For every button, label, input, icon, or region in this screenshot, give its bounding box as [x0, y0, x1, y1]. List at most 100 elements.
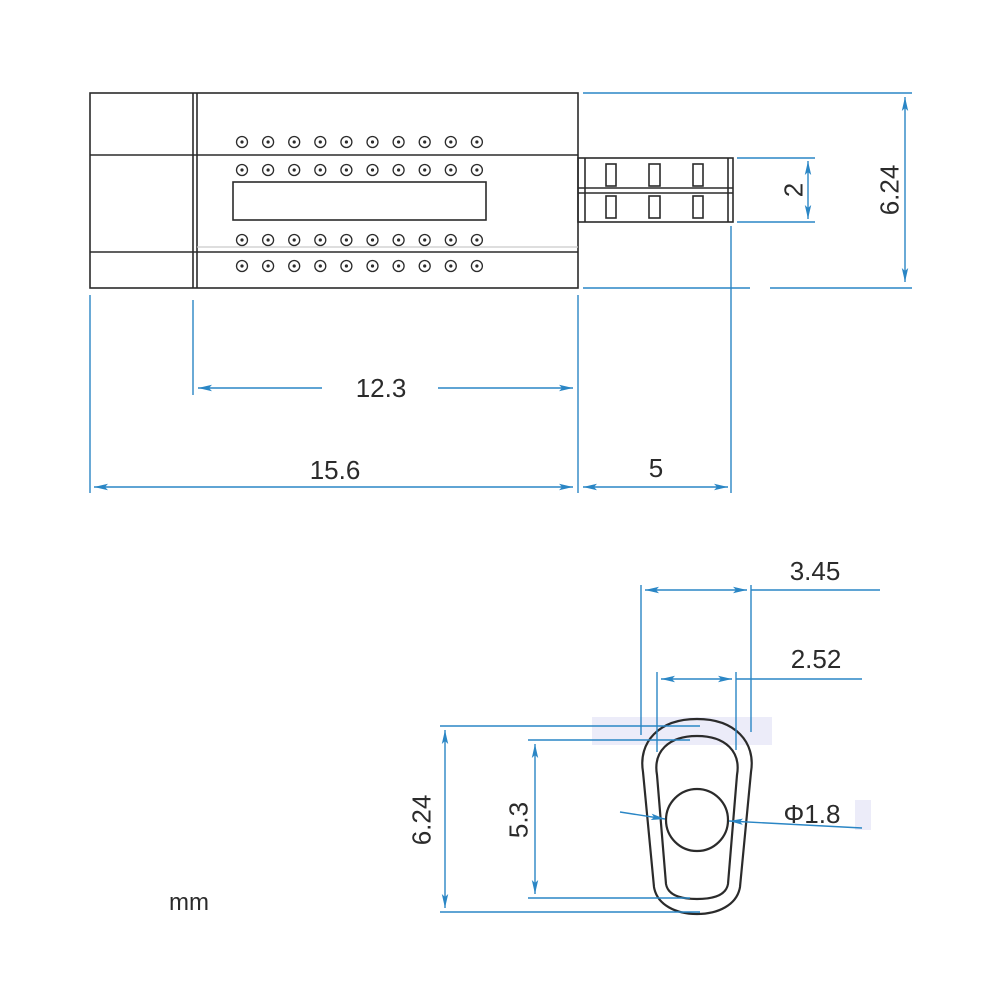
pin-dot-center [475, 168, 479, 172]
pin-dot [392, 163, 405, 177]
pin-dot [340, 135, 353, 149]
pin-dot [444, 233, 457, 247]
inner-height-dimension-label: 5.3 [503, 802, 533, 838]
pin-dot [314, 135, 327, 149]
pin-dot-center [475, 264, 479, 268]
pin-dot [288, 233, 301, 247]
pin-dot-center [292, 264, 296, 268]
pin-dot [235, 233, 249, 247]
inner-length-dimension-label: 12.3 [356, 373, 407, 403]
tab-tooth [605, 195, 617, 219]
pin-dot [392, 259, 405, 273]
pin-dot-center [423, 238, 427, 242]
overall-length-dimension-label: 15.6 [310, 455, 361, 485]
pin-dot-ring [418, 135, 431, 149]
pin-dot-ring [444, 135, 457, 149]
pin-dot-ring [261, 135, 275, 149]
pin-dot-center [475, 238, 479, 242]
pin-dot [444, 259, 457, 273]
pin-dot-ring [261, 233, 275, 247]
pin-dot-ring [288, 259, 301, 273]
pin-dot-ring [261, 163, 275, 177]
pin-dot [470, 259, 484, 273]
pin-dot-center [449, 140, 453, 144]
pin-dot-ring [470, 163, 484, 177]
pin-dot [235, 135, 249, 149]
outer-width-dimension-label: 3.45 [790, 556, 841, 586]
pin-dot [288, 259, 301, 273]
pin-dot-ring [418, 233, 431, 247]
pin-dot-ring [288, 163, 301, 177]
pin-dot-center [266, 264, 270, 268]
pin-dot-ring [444, 259, 457, 273]
tab-outline [577, 157, 734, 223]
pin-dot-ring [418, 163, 431, 177]
pin-dot-center [423, 264, 427, 268]
pin-dot [235, 163, 249, 177]
pin-dot-center [240, 168, 244, 172]
pin-dot [366, 259, 379, 273]
pin-dot-center [344, 168, 348, 172]
pin-dot [470, 163, 484, 177]
pin-dot-center [370, 264, 375, 268]
pin-dot-ring [392, 259, 405, 273]
pin-dot-center [370, 140, 375, 144]
pin-dot-ring [235, 259, 249, 273]
tab-tooth [648, 163, 661, 187]
pin-dot-ring [366, 135, 379, 149]
diameter-leader-line [619, 811, 666, 821]
pin-dot-ring [340, 259, 353, 273]
pin-dot [340, 259, 353, 273]
tab-length-dimension-label: 5 [649, 453, 663, 483]
pin-dot-ring [235, 233, 249, 247]
pin-dot-ring [392, 135, 405, 149]
pin-dot-center [318, 168, 322, 172]
bulb-diameter-label: Φ1.8 [784, 799, 841, 829]
pin-dot-center [449, 264, 453, 268]
pin-dot [366, 163, 379, 177]
pin-dot-ring [314, 135, 327, 149]
pin-dot-ring [314, 259, 327, 273]
tab-tooth [692, 195, 704, 219]
pin-dot-ring [392, 163, 405, 177]
pin-dot-center [423, 140, 427, 144]
pin-dot [261, 163, 275, 177]
profile-outer-wall [641, 717, 753, 916]
pin-dot [314, 233, 327, 247]
side-view-dimensions: 6.24 2 12.3 15.6 5 [89, 92, 912, 493]
diameter-leader-line [728, 818, 863, 829]
tab [577, 157, 734, 223]
pin-dot [261, 135, 275, 149]
pin-dot-ring [366, 233, 379, 247]
pin-dot [418, 233, 431, 247]
tab-thickness-dimension-label: 2 [778, 183, 808, 197]
pin-dot-center [344, 264, 348, 268]
pin-dot-ring [340, 233, 353, 247]
pin-dot [366, 135, 379, 149]
pin-dot-ring [235, 135, 249, 149]
pin-dot-center [397, 238, 401, 242]
pin-dot-center [292, 140, 296, 144]
pin-dot-ring [392, 233, 405, 247]
pin-dot-ring [314, 233, 327, 247]
profile-inner-wall [655, 734, 739, 901]
pin-dot [444, 135, 457, 149]
tab-tooth [605, 163, 617, 187]
pin-dot-ring [340, 135, 353, 149]
pin-dot-ring [314, 163, 327, 177]
pin-dot [261, 259, 275, 273]
pin-dot-center [449, 168, 453, 172]
pin-dot-center [318, 264, 322, 268]
pin-dot [444, 163, 457, 177]
pin-dot-ring [288, 233, 301, 247]
pin-dot [288, 135, 301, 149]
pin-dot [392, 233, 405, 247]
pin-dot-center [397, 264, 401, 268]
pin-dot-center [240, 140, 244, 144]
pin-dot-ring [340, 163, 353, 177]
profile-view-dimensions: 3.45 2.52 6.24 5.3 Φ1.8 [406, 556, 880, 913]
pin-dot-ring [366, 163, 379, 177]
pin-dot-ring [418, 259, 431, 273]
unit-label: mm [169, 889, 209, 916]
